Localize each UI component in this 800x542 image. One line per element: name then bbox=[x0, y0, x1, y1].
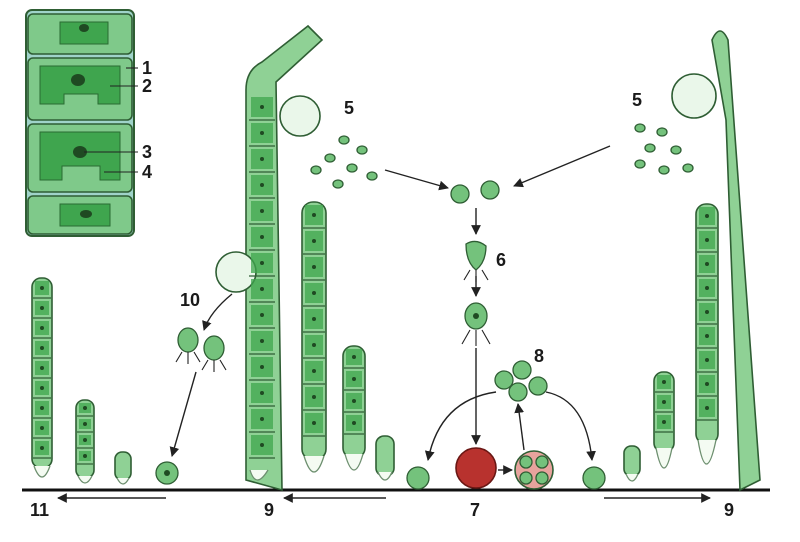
nucleus bbox=[40, 446, 44, 450]
nucleus bbox=[662, 400, 666, 404]
label-9-right: 9 bbox=[724, 500, 734, 520]
nucleus bbox=[260, 131, 264, 135]
nucleus bbox=[312, 395, 316, 399]
filament-cells bbox=[77, 403, 93, 465]
label-8: 8 bbox=[534, 346, 544, 366]
nucleus bbox=[40, 426, 44, 430]
nucleus bbox=[83, 406, 87, 410]
filament-cells bbox=[249, 97, 275, 459]
nucleus bbox=[260, 365, 264, 369]
nucleus bbox=[312, 343, 316, 347]
filament-cells bbox=[303, 205, 325, 437]
nucleus bbox=[705, 214, 709, 218]
filament-cells bbox=[655, 375, 673, 433]
gametangium-left bbox=[279, 95, 321, 137]
planozygote bbox=[463, 240, 489, 282]
nucleus bbox=[352, 377, 356, 381]
nucleus bbox=[312, 291, 316, 295]
nucleus bbox=[312, 317, 316, 321]
gametangium-right bbox=[671, 73, 717, 119]
filament-cells bbox=[33, 281, 51, 459]
nucleus bbox=[352, 399, 356, 403]
filament-gametangium-right bbox=[671, 30, 761, 492]
germling-left bbox=[114, 451, 132, 485]
nucleus bbox=[260, 287, 264, 291]
nucleus bbox=[40, 346, 44, 350]
nucleus bbox=[260, 391, 264, 395]
nucleus bbox=[83, 454, 87, 458]
label-1: 1 bbox=[142, 58, 152, 78]
label-5-left: 5 bbox=[344, 98, 354, 118]
nucleus bbox=[40, 366, 44, 370]
germling-right bbox=[623, 445, 641, 482]
nucleus bbox=[705, 286, 709, 290]
cell-detail-inset bbox=[25, 9, 138, 237]
label-9-left: 9 bbox=[264, 500, 274, 520]
nucleus bbox=[260, 157, 264, 161]
nucleus bbox=[40, 326, 44, 330]
nucleus bbox=[352, 421, 356, 425]
filament-cells bbox=[344, 349, 364, 435]
label-4: 4 bbox=[142, 162, 152, 182]
nucleus bbox=[83, 422, 87, 426]
nucleus bbox=[312, 421, 316, 425]
label-2: 2 bbox=[142, 76, 152, 96]
germling-center-left bbox=[375, 435, 395, 481]
settling-zygote bbox=[461, 302, 491, 346]
resting-zygote bbox=[455, 447, 497, 489]
nucleus bbox=[260, 235, 264, 239]
settled-spore-right bbox=[582, 466, 606, 490]
label-3: 3 bbox=[142, 142, 152, 162]
nucleus bbox=[662, 420, 666, 424]
label-7: 7 bbox=[470, 500, 480, 520]
nucleus bbox=[705, 358, 709, 362]
nucleus bbox=[705, 238, 709, 242]
nucleus bbox=[260, 183, 264, 187]
nucleus bbox=[260, 417, 264, 421]
zoospores bbox=[175, 327, 227, 372]
zoosporangium-upper bbox=[215, 251, 257, 293]
nucleus bbox=[705, 334, 709, 338]
label-11: 11 bbox=[30, 500, 49, 520]
nucleus bbox=[40, 306, 44, 310]
nucleus bbox=[705, 382, 709, 386]
nucleus bbox=[705, 406, 709, 410]
filament-cells bbox=[697, 207, 717, 421]
settled-spore-left bbox=[406, 466, 430, 490]
nucleus bbox=[83, 438, 87, 442]
gametes-right bbox=[634, 123, 694, 175]
label-6: 6 bbox=[496, 250, 506, 270]
nucleus bbox=[260, 443, 264, 447]
gamete-fusion bbox=[450, 180, 500, 204]
nucleus bbox=[40, 406, 44, 410]
meiospores bbox=[494, 360, 548, 402]
germinating-zygote bbox=[514, 450, 554, 490]
nucleus bbox=[260, 209, 264, 213]
nucleus bbox=[260, 339, 264, 343]
nucleus bbox=[662, 380, 666, 384]
nucleus bbox=[352, 355, 356, 359]
nucleus bbox=[40, 386, 44, 390]
label-10: 10 bbox=[180, 290, 200, 310]
arrows bbox=[57, 145, 711, 503]
nucleus bbox=[705, 262, 709, 266]
nucleus bbox=[40, 286, 44, 290]
label-5-right: 5 bbox=[632, 90, 642, 110]
nucleus bbox=[312, 213, 316, 217]
nucleus bbox=[260, 105, 264, 109]
nucleus bbox=[312, 239, 316, 243]
nucleus bbox=[260, 313, 264, 317]
nucleus bbox=[705, 310, 709, 314]
gametes-left bbox=[310, 135, 378, 189]
settled-zoospore bbox=[155, 461, 179, 485]
nucleus bbox=[312, 265, 316, 269]
nucleus bbox=[312, 369, 316, 373]
nucleus bbox=[260, 261, 264, 265]
